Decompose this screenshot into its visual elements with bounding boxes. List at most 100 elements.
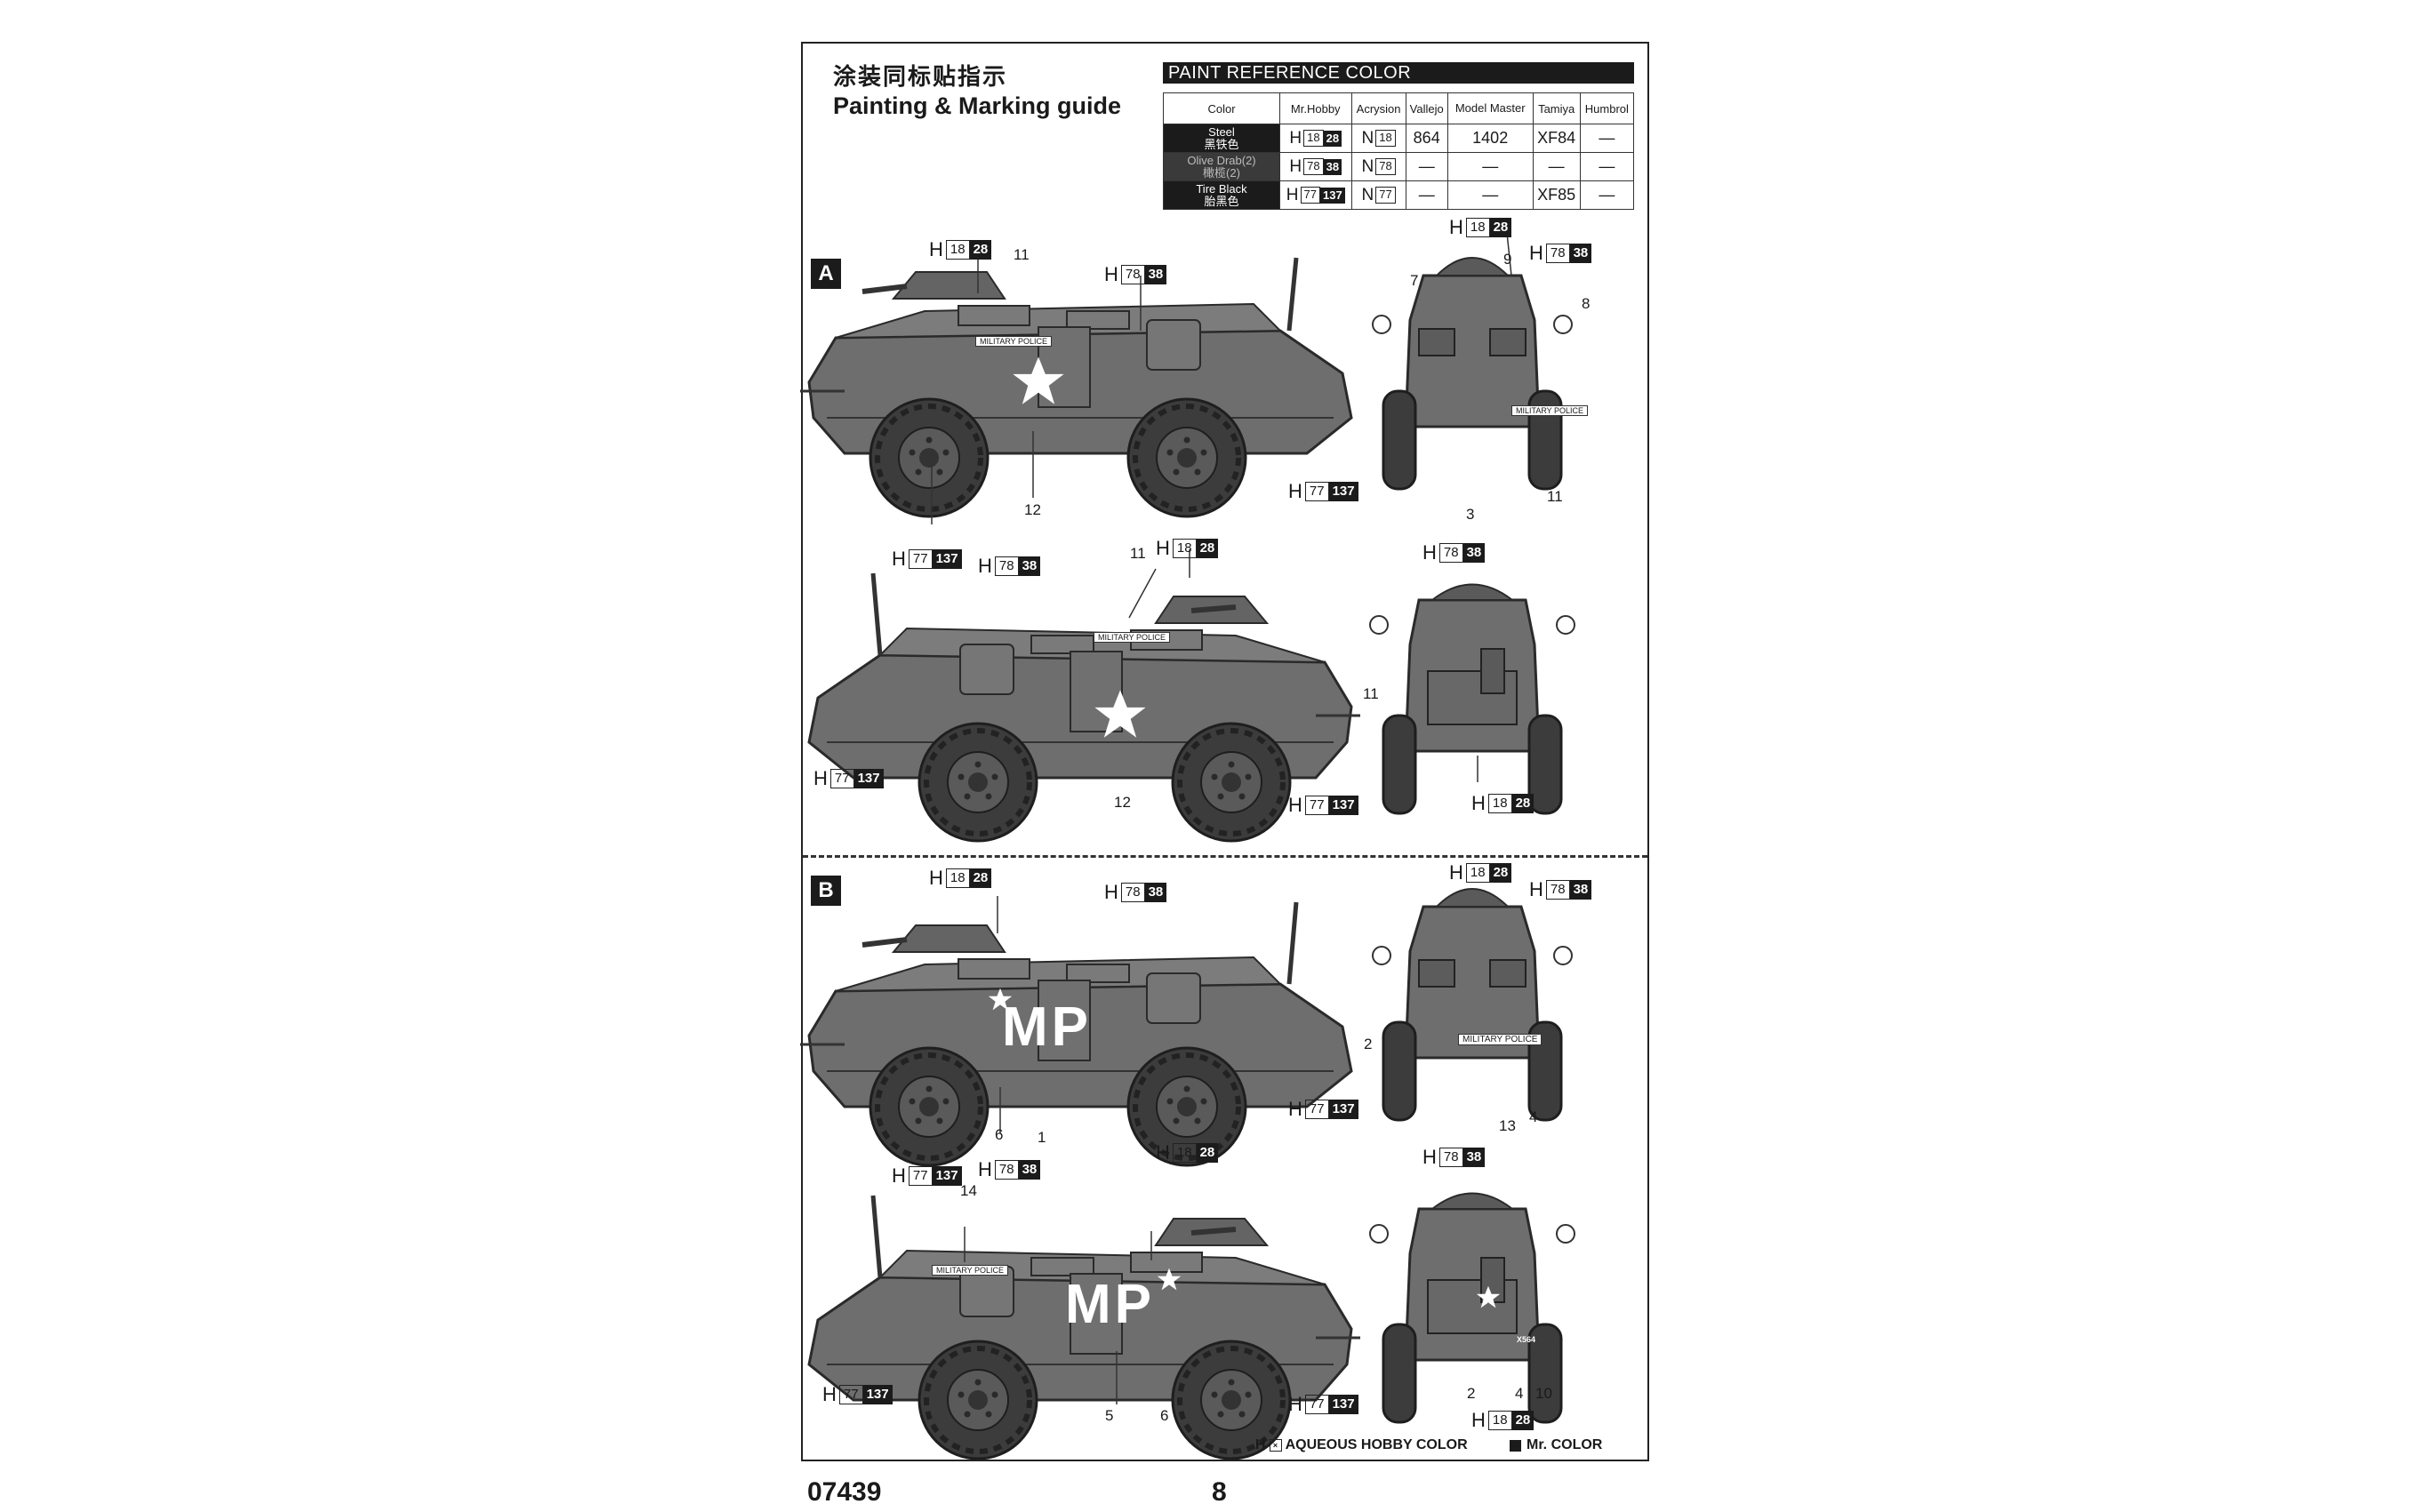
h-prefix: H bbox=[1288, 480, 1302, 502]
aqueous-code: 78 bbox=[1545, 244, 1570, 263]
col-header: Tamiya bbox=[1532, 92, 1581, 124]
color-name-cn: 橄榄(2) bbox=[1203, 165, 1240, 180]
h-prefix: H bbox=[978, 1158, 992, 1180]
paint-reference-heading: PAINT REFERENCE COLOR bbox=[1163, 62, 1634, 84]
h-prefix: H bbox=[1422, 1146, 1437, 1168]
mrcolor-code: 137 bbox=[932, 1166, 962, 1186]
aqueous-code: 77 bbox=[838, 1385, 863, 1404]
aqueous-code: 78 bbox=[994, 1160, 1019, 1180]
callout-number: 3 bbox=[1466, 506, 1475, 523]
page-frame bbox=[801, 42, 1649, 1461]
mp-decal-b-left: MP bbox=[1002, 996, 1092, 1058]
callout-number: 6 bbox=[995, 1126, 1004, 1143]
vehicle-b-side-left bbox=[798, 901, 1353, 1165]
color-name: Steel bbox=[1208, 124, 1235, 139]
color-name-cell: Olive Drab(2)橄榄(2) bbox=[1163, 152, 1280, 181]
legend-mr-color: Mr. COLOR bbox=[1510, 1437, 1602, 1453]
h-prefix: H bbox=[978, 555, 992, 577]
h-prefix: H bbox=[1104, 263, 1118, 285]
military-police-decal: MILITARY POLICE bbox=[932, 1265, 1009, 1276]
h-prefix: H bbox=[822, 1383, 837, 1405]
callout-number: 11 bbox=[1363, 685, 1379, 702]
mrcolor-code: 38 bbox=[1018, 556, 1041, 576]
callout-number: 13 bbox=[1499, 1117, 1516, 1134]
aqueous-code: 18 bbox=[1172, 1143, 1197, 1163]
h-prefix: H bbox=[1156, 1141, 1170, 1164]
aqueous-code: 77 bbox=[1300, 187, 1320, 204]
military-police-decal: MILITARY POLICE bbox=[1458, 1034, 1543, 1045]
col-header: Model Master bbox=[1446, 92, 1534, 124]
aqueous-code: 77 bbox=[908, 1166, 933, 1186]
h-prefix: H bbox=[1529, 242, 1543, 264]
aqueous-code: 18 bbox=[1487, 794, 1512, 813]
mrcolor-code: 137 bbox=[1328, 1100, 1358, 1119]
mrcolor-code: 38 bbox=[1569, 244, 1592, 263]
h-prefix: H bbox=[1288, 1098, 1302, 1120]
callout-number: 8 bbox=[1582, 295, 1591, 312]
vehicle-b-front bbox=[1371, 887, 1574, 1122]
h-prefix: H bbox=[892, 548, 906, 570]
mrcolor-code: 28 bbox=[1511, 794, 1535, 813]
model-master-cell: — bbox=[1446, 180, 1534, 210]
mrcolor-code: 38 bbox=[1144, 265, 1167, 284]
h-prefix: H bbox=[1529, 878, 1543, 900]
vehicle-b-side-right bbox=[807, 1195, 1362, 1459]
mrcolor-code: 28 bbox=[1511, 1411, 1535, 1430]
aqueous-box-icon: × bbox=[1269, 1439, 1282, 1452]
callout-number: 11 bbox=[1130, 545, 1146, 562]
callout-number: 11 bbox=[1547, 488, 1563, 505]
aqueous-code: 78 bbox=[1438, 543, 1463, 563]
mrcolor-code: 28 bbox=[1489, 863, 1512, 883]
aqueous-code: 77 bbox=[1304, 1395, 1329, 1414]
h-prefix: H bbox=[929, 867, 943, 889]
mrcolor-code: 137 bbox=[862, 1385, 893, 1404]
callout-number: 14 bbox=[960, 1182, 977, 1199]
mrcolor-code: 28 bbox=[1196, 1143, 1219, 1163]
h-prefix: H bbox=[1255, 1437, 1266, 1452]
callout-number: 2 bbox=[1467, 1385, 1476, 1402]
aqueous-code: 18 bbox=[1303, 130, 1324, 147]
aqueous-code: 77 bbox=[908, 549, 933, 569]
humbrol-cell: — bbox=[1579, 180, 1635, 210]
callout-number: 12 bbox=[1114, 794, 1131, 811]
callout-number: 12 bbox=[1024, 501, 1041, 518]
h-prefix: H bbox=[892, 1164, 906, 1187]
aqueous-code: 78 bbox=[1120, 265, 1145, 284]
aqueous-code: 78 bbox=[1438, 1148, 1463, 1167]
mrcolor-code: 38 bbox=[1569, 880, 1592, 900]
vehicle-a-rear bbox=[1368, 583, 1576, 815]
h-prefix: H bbox=[1156, 537, 1170, 559]
mrcolor-code: 137 bbox=[1328, 482, 1358, 501]
mp-decal-b-right: MP bbox=[1065, 1274, 1155, 1335]
color-name-cn: 黑铁色 bbox=[1204, 137, 1239, 151]
tamiya-cell: XF84 bbox=[1532, 124, 1581, 153]
page-number: 8 bbox=[1212, 1477, 1227, 1507]
h-prefix: H bbox=[1288, 1393, 1302, 1415]
col-header: Mr.Hobby bbox=[1279, 92, 1352, 124]
callout-number: 10 bbox=[1535, 1385, 1552, 1402]
mrcolor-code: 38 bbox=[1462, 543, 1486, 563]
callout-number: 5 bbox=[1105, 1407, 1114, 1424]
h-prefix: H bbox=[1422, 541, 1437, 564]
mrcolor-code: 28 bbox=[1489, 218, 1512, 237]
h-prefix: H bbox=[1289, 156, 1302, 176]
legend-aqueous-label: AQUEOUS HOBBY COLOR bbox=[1285, 1437, 1468, 1452]
mrcolor-code: 38 bbox=[1323, 158, 1342, 175]
aqueous-code: 18 bbox=[1487, 1411, 1512, 1430]
color-name: Tire Black bbox=[1196, 181, 1247, 196]
h-prefix: H bbox=[1449, 216, 1463, 238]
